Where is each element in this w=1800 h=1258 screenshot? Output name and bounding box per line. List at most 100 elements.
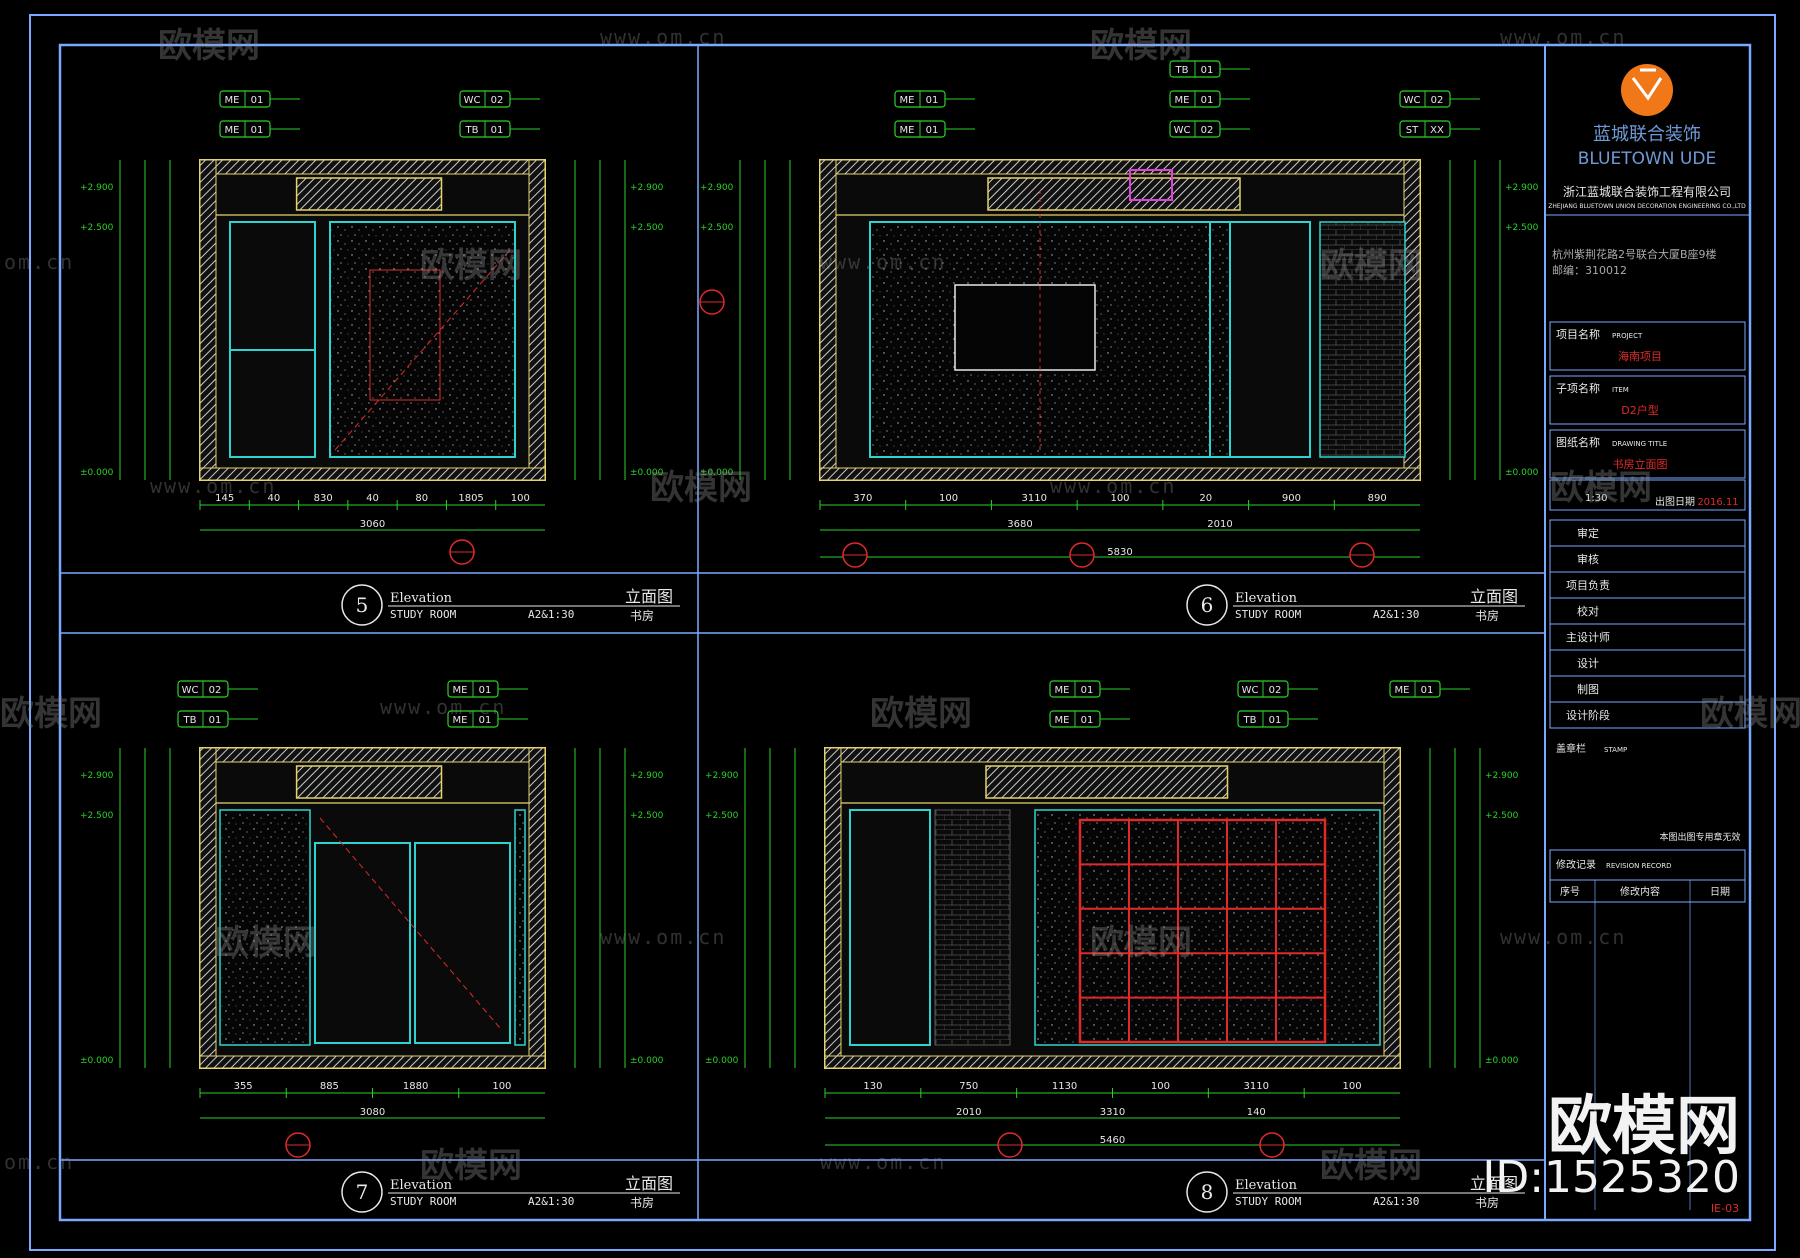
dimension-total: 5830 bbox=[1107, 547, 1132, 558]
diagonal-marker bbox=[334, 249, 511, 451]
view-number-circle bbox=[1186, 584, 1228, 626]
dimension-value: 885 bbox=[320, 1081, 339, 1092]
dimension-total: 3080 bbox=[360, 1107, 385, 1118]
dimension-value: 100 bbox=[1110, 493, 1129, 504]
dimension-value: 80 bbox=[415, 493, 428, 504]
level-marker: +2.900 bbox=[80, 771, 114, 781]
drawing-number: IE-03 bbox=[1711, 1202, 1739, 1215]
level-marker: +2.900 bbox=[1505, 183, 1539, 193]
view-number-circle bbox=[341, 1171, 383, 1213]
material-tag-number: 02 bbox=[209, 685, 222, 696]
view-number: 7 bbox=[356, 1180, 369, 1204]
firm-name-en: ZHEJIANG BLUETOWN UNION DECORATION ENGIN… bbox=[1548, 203, 1746, 210]
caption-scale: A2&1:30 bbox=[1373, 1195, 1419, 1208]
material-tag-number: 01 bbox=[926, 125, 939, 136]
level-marker: ±0.000 bbox=[705, 1056, 739, 1066]
level-marker: +2.500 bbox=[1505, 223, 1539, 233]
approval-label: 校对 bbox=[1577, 604, 1599, 618]
dimension-value: 100 bbox=[1343, 1081, 1362, 1092]
brick-wall bbox=[1319, 221, 1406, 458]
revision-col: 日期 bbox=[1710, 886, 1730, 898]
dimension-value: 750 bbox=[959, 1081, 978, 1092]
company-logo-icon bbox=[1621, 64, 1673, 116]
dimension-value: 145 bbox=[215, 493, 234, 504]
view-number: 8 bbox=[1201, 1180, 1214, 1204]
view-number-circle bbox=[1186, 1171, 1228, 1213]
dimension-value: 20 bbox=[1199, 493, 1212, 504]
dimension-total: 5460 bbox=[1100, 1135, 1125, 1146]
dimension-value: 355 bbox=[234, 1081, 253, 1092]
level-marker: ±0.000 bbox=[630, 468, 664, 478]
caption-elevation: Elevation bbox=[390, 591, 453, 606]
caption-elevation: Elevation bbox=[390, 1178, 453, 1193]
level-marker: ±0.000 bbox=[80, 468, 114, 478]
revision-label: 修改记录 bbox=[1556, 858, 1596, 871]
dimension-value: 100 bbox=[492, 1081, 511, 1092]
wall-panel-speckle bbox=[514, 809, 526, 1046]
dimension-value: 100 bbox=[1151, 1081, 1170, 1092]
material-tag-code: WC bbox=[182, 685, 199, 696]
caption-room-cn: 书房 bbox=[630, 608, 654, 623]
material-tag-code: WC bbox=[1242, 685, 1259, 696]
material-tag-code: TB bbox=[1175, 65, 1189, 76]
stamp-note: 本图出图专用章无效 bbox=[1659, 831, 1740, 843]
stamp-label: 盖章栏 bbox=[1556, 742, 1586, 755]
material-tag-number: 02 bbox=[1431, 95, 1444, 106]
tb-field-box bbox=[1549, 429, 1746, 479]
material-tag-code: ST bbox=[1406, 125, 1419, 136]
level-marker: ±0.000 bbox=[1485, 1056, 1519, 1066]
view-number-circle bbox=[341, 584, 383, 626]
side-wall-left bbox=[819, 159, 837, 481]
material-tag-number: 01 bbox=[1081, 685, 1094, 696]
material-tag-code: ME bbox=[453, 685, 468, 696]
dimension-value: 830 bbox=[314, 493, 333, 504]
ceiling-slab bbox=[199, 159, 546, 175]
door-leaf-right bbox=[414, 842, 511, 1044]
caption-room-en: STUDY ROOM bbox=[390, 608, 457, 621]
art-frame bbox=[369, 269, 441, 401]
level-marker: +2.500 bbox=[705, 811, 739, 821]
approval-label: 项目负责 bbox=[1566, 578, 1610, 592]
caption-room-en: STUDY ROOM bbox=[390, 1195, 457, 1208]
tb-field-label-en: DRAWING TITLE bbox=[1612, 440, 1667, 448]
material-tag-code: ME bbox=[900, 125, 915, 136]
approval-label: 设计 bbox=[1577, 657, 1599, 670]
tb-field-box bbox=[1549, 375, 1746, 425]
dimension-value: 40 bbox=[366, 493, 379, 504]
level-marker: +2.900 bbox=[705, 771, 739, 781]
level-marker: +2.500 bbox=[80, 223, 114, 233]
ceiling-slab bbox=[819, 159, 1421, 175]
dimension-value: 370 bbox=[853, 493, 872, 504]
level-marker: ±0.000 bbox=[80, 1056, 114, 1066]
tb-field-value: 海南项目 bbox=[1618, 349, 1662, 363]
material-tag-number: 02 bbox=[1269, 685, 1282, 696]
dimension-value: 890 bbox=[1368, 493, 1387, 504]
address: 杭州紫荆花路2号联合大厦B座9楼 bbox=[1552, 247, 1717, 261]
caption-title-cn: 立面图 bbox=[625, 1174, 673, 1193]
dimension-value: 3110 bbox=[1022, 493, 1047, 504]
dimension-value: 3110 bbox=[1244, 1081, 1269, 1092]
level-marker: ±0.000 bbox=[1505, 468, 1539, 478]
caption-scale: A2&1:30 bbox=[1373, 608, 1419, 621]
material-tag-number: 01 bbox=[926, 95, 939, 106]
material-tag-code: ME bbox=[453, 715, 468, 726]
floor-slab bbox=[819, 467, 1421, 481]
material-tag-code: ME bbox=[1055, 715, 1070, 726]
dimension-value: 2010 bbox=[1207, 519, 1232, 530]
watermark-big-logo: 欧模网 bbox=[1548, 1090, 1740, 1164]
caption-room-en: STUDY ROOM bbox=[1235, 608, 1302, 621]
approval-label: 审定 bbox=[1577, 526, 1599, 540]
material-tag-code: ME bbox=[225, 125, 240, 136]
material-tag-number: 01 bbox=[479, 685, 492, 696]
tb-field-label: 子项名称 bbox=[1556, 381, 1600, 395]
caption-room-cn: 书房 bbox=[630, 1195, 654, 1210]
diagonal-marker bbox=[319, 817, 501, 1029]
material-tag-code: TB bbox=[1243, 715, 1257, 726]
ceiling-slab bbox=[824, 747, 1401, 763]
ceiling-cove bbox=[295, 765, 443, 799]
level-marker: +2.500 bbox=[630, 223, 664, 233]
tb-field-value: D2户型 bbox=[1621, 403, 1658, 417]
